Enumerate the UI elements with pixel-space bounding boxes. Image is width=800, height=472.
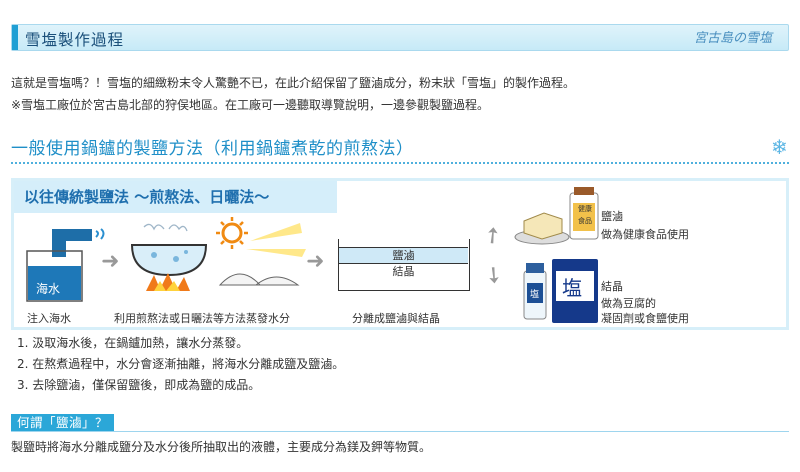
diagram-header: 以往傳統製鹽法 ～煎熬法、日曬法～ [14,181,337,213]
svg-text:塩: 塩 [530,288,539,300]
step-item: 1. 汲取海水後，在鍋鑪加熱，讓水分蒸發。 [17,336,249,350]
seawater-label: 海水 [36,281,60,296]
snowflake-icon: ❄ [771,135,788,159]
faq-divider [11,431,789,432]
crystal-layer: 結晶 [392,265,415,278]
intro-line-2: ※雪塩工廠位於宮古島北部的狩俣地區。在工廠可一邊聽取導覽說明，一邊參觀製鹽過程。 [11,98,490,112]
nigari-label: 鹽滷 [601,210,623,223]
boiling-pot-icon [130,223,208,291]
nigari-use: 做為健康食品使用 [601,228,689,241]
section-title: 一般使用鍋鑪的製鹽方法（利用鍋鑪煮乾的煎熬法） [11,139,414,159]
crystal-label: 結晶 [601,280,623,293]
faq-question: 何謂「鹽滷」？ [11,414,115,431]
separation-container: 鹽滷 結晶 [338,239,470,291]
step-item: 3. 去除鹽滷，僅保留鹽後，即成為鹽的成品。 [17,378,261,392]
step-list: 1. 汲取海水後，在鍋鑪加熱，讓水分蒸發。 2. 在熬煮過程中，水分會逐漸抽離，… [17,333,344,396]
sun-evaporation-icon [216,217,306,286]
caption-separate: 分離成鹽滷與結晶 [352,312,440,325]
caption-inject: 注入海水 [27,312,71,325]
arrow-down-icon: ➘ [478,260,509,292]
seawater-tank-icon: 海水 [26,228,105,302]
intro-line-1: 這就是雪塩嗎？！雪塩的細緻粉末令人驚艷不已，在此介紹保留了鹽滷成分，粉末狀「雪塩… [11,76,576,90]
faq-answer: 製鹽時將海水分離成鹽分及水分後所抽取出的液體，主要成分為鎂及鉀等物質。 [11,440,432,454]
process-diagram: 以往傳統製鹽法 ～煎熬法、日曬法～ 海水 ➜ ➜ 鹽滷 結晶 ➚ ➘ [11,178,789,330]
diagram-title: 以往傳統製鹽法 ～煎熬法、日曬法～ [24,188,270,206]
tofu-bottle-icon: 健康 食品 [514,187,599,245]
nigari-layer: 鹽滷 [339,247,468,264]
caption-evaporate: 利用煎熬法或日曬法等方法蒸發水分 [114,312,290,325]
page-title: 雪塩製作過程 [25,31,125,49]
arrow-1-icon: ➜ [101,249,120,274]
crystal-use-2: 凝固劑或食鹽使用 [601,312,689,325]
svg-text:食品: 食品 [578,216,592,225]
crystal-use-1: 做為豆腐的 [601,297,656,310]
section-divider [11,162,789,164]
intro-text: 這就是雪塩嗎？！雪塩的細緻粉末令人驚艷不已，在此介紹保留了鹽滷成分，粉末狀「雪塩… [11,72,575,116]
svg-text:塩: 塩 [562,276,582,300]
step-item: 2. 在熬煮過程中，水分會逐漸抽離，將海水分離成鹽及鹽滷。 [17,357,345,371]
brand-logo: 宮古島の雪塩 [693,31,772,46]
title-bar: 雪塩製作過程 宮古島の雪塩 [11,24,789,51]
arrow-up-icon: ➚ [477,220,508,252]
arrow-2-icon: ➜ [306,249,325,274]
title-accent [12,25,18,50]
svg-text:健康: 健康 [578,204,592,213]
salt-package-icon: 塩 塩 [523,259,598,323]
